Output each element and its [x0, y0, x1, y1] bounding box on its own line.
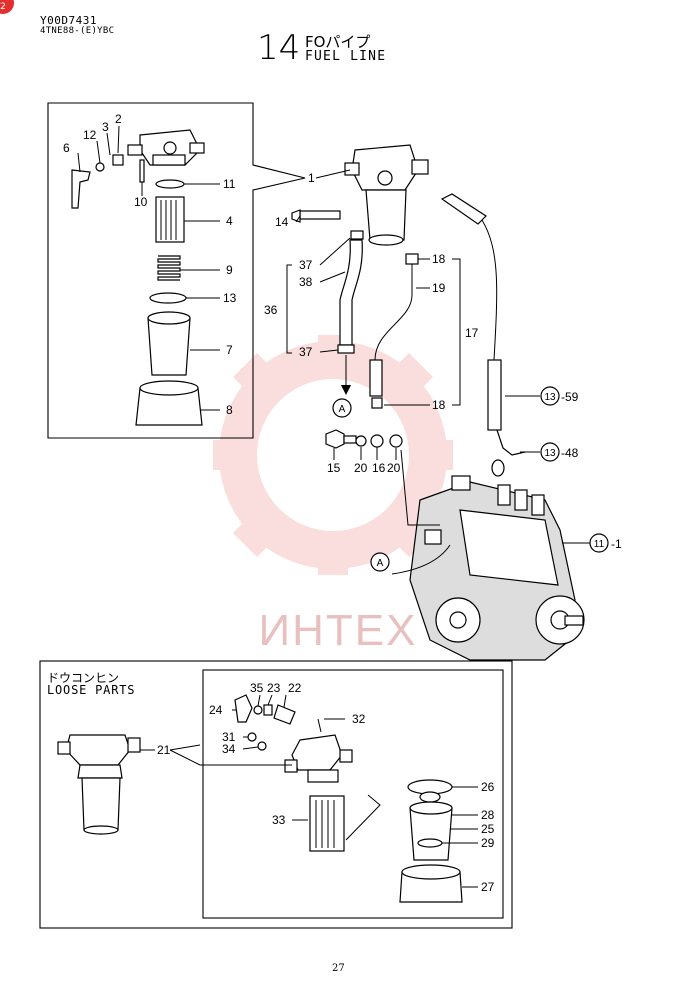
- callout-11: 11: [223, 177, 236, 191]
- filter-exploded-parts: [71, 129, 205, 426]
- loose-parts-label-jp: ドウコンヒン: [47, 671, 120, 685]
- callout-24: 24: [209, 703, 223, 717]
- ref-11-1-suffix: -1: [611, 537, 622, 551]
- loose-parts-frame: [39, 660, 513, 929]
- loose-filter-assembly: [57, 734, 155, 835]
- callout-6: 6: [63, 141, 70, 155]
- callout-14: 14: [275, 215, 289, 229]
- callout-34: 34: [222, 742, 236, 756]
- callout-38: 38: [299, 275, 313, 289]
- catalog-code: Y00D7431: [40, 14, 97, 27]
- callout-22: 22: [288, 681, 302, 695]
- callout-20-left: 20: [354, 461, 368, 475]
- callout-33: 33: [272, 813, 286, 827]
- engine-model: 4TNE88-(E)YBC: [40, 26, 115, 36]
- ref-11-1-circle: 11: [594, 539, 605, 550]
- callout-1: 1: [308, 171, 315, 185]
- loose-filter-detail-frame: [202, 669, 504, 919]
- callout-28: 28: [481, 808, 495, 822]
- hose-leaders: [286, 237, 351, 354]
- section-title-en: FUEL LINE: [305, 49, 387, 64]
- callout-19: 19: [432, 281, 446, 295]
- callout-7: 7: [226, 343, 233, 357]
- ref-a-bottom: A: [377, 558, 384, 569]
- section-number: 14: [257, 28, 301, 68]
- callout-25: 25: [481, 822, 495, 836]
- fuel-injection-pump: [409, 475, 590, 661]
- main-filter-leaders: [295, 169, 351, 223]
- banjo-bolt-fittings: [325, 429, 403, 460]
- callout-27: 27: [481, 880, 495, 894]
- callout-17: 17: [465, 326, 479, 340]
- callout-labels: 2 3 12 6 10 11 4 9 13 7 8 1 14 37 38 36 …: [63, 112, 495, 894]
- loose-filter-exploded: [234, 694, 463, 903]
- watermark-text: ИНТЕХ: [259, 606, 418, 655]
- callout-18-bottom: 18: [432, 398, 446, 412]
- pipe-to-pump-line: [400, 449, 440, 526]
- callout-13: 13: [223, 291, 237, 305]
- callout-16: 16: [372, 461, 386, 475]
- callout-4: 4: [226, 214, 233, 228]
- return-hose-assembly: [332, 230, 364, 418]
- callout-15: 15: [327, 461, 341, 475]
- callout-20-right: 20: [387, 461, 401, 475]
- callout-18-top: 18: [432, 252, 446, 266]
- reference-callouts: 13 -59 13 -48 11 -1 A A: [339, 386, 622, 572]
- page-badge: 2: [0, 0, 14, 14]
- callout-8: 8: [226, 403, 233, 417]
- callout-29: 29: [481, 836, 495, 850]
- ref-a-leader: [391, 544, 451, 575]
- callout-3: 3: [102, 120, 109, 134]
- ref-13-59-circle: 13: [544, 392, 556, 403]
- ref-13-48-circle: 13: [544, 448, 556, 459]
- loose-parts-leaders: [169, 694, 478, 888]
- callout-12: 12: [83, 128, 97, 142]
- callout-36: 36: [264, 303, 278, 317]
- filter-leader-lines: [77, 125, 220, 411]
- callout-10: 10: [134, 195, 148, 209]
- filter-detail-frame: [47, 102, 306, 439]
- ref-13-59-suffix: -59: [561, 390, 579, 404]
- callout-2: 2: [115, 112, 122, 126]
- callout-31: 31: [222, 730, 236, 744]
- callout-37-bottom: 37: [299, 345, 313, 359]
- section-title-jp: FOパイプ: [305, 33, 371, 51]
- page-number: 27: [332, 963, 345, 974]
- loose-parts-label-en: LOOSE PARTS: [47, 683, 136, 697]
- main-fuel-filter: [291, 144, 429, 246]
- ref-a-top: A: [339, 404, 346, 415]
- callout-21: 21: [157, 743, 171, 757]
- fuel-pipe-long: [440, 193, 540, 477]
- callout-35: 35: [250, 681, 264, 695]
- pipe-leaders: [384, 258, 461, 406]
- ref-13-48-suffix: -48: [561, 446, 579, 460]
- callout-26: 26: [481, 780, 495, 794]
- callout-37-top: 37: [299, 258, 313, 272]
- callout-23: 23: [267, 681, 281, 695]
- callout-9: 9: [226, 263, 233, 277]
- callout-32: 32: [352, 712, 366, 726]
